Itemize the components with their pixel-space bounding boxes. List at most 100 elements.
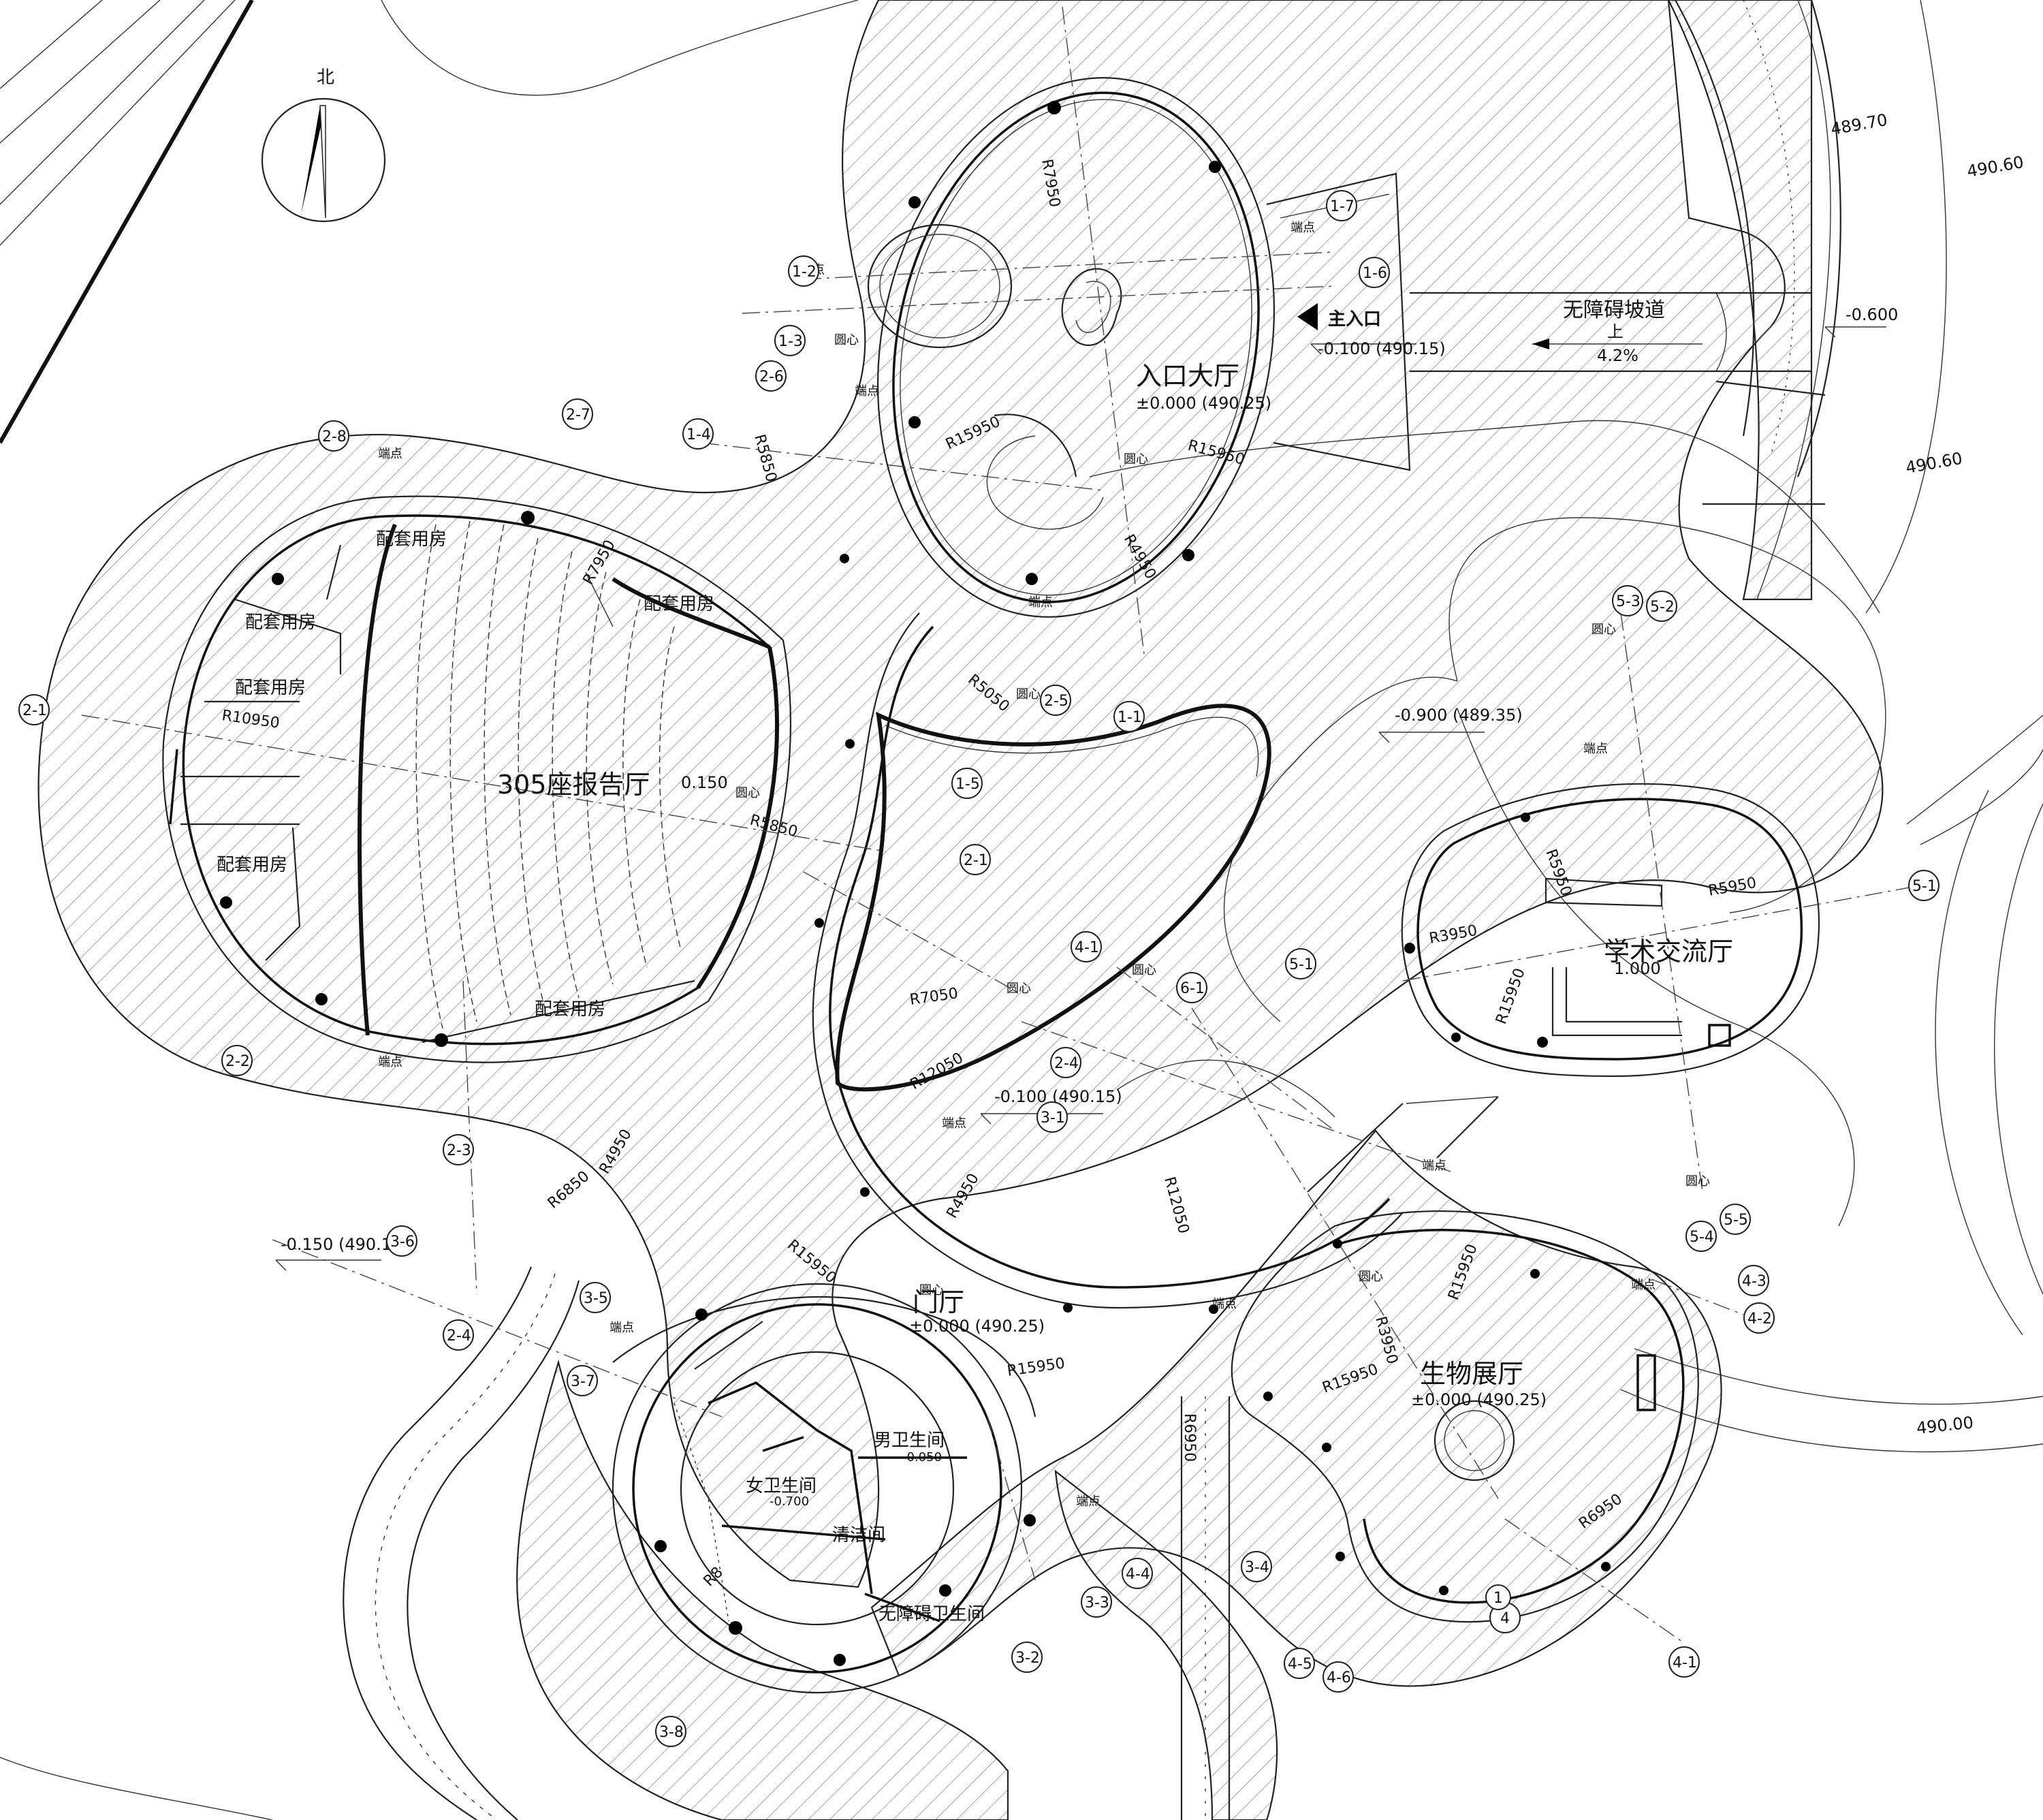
svg-text:4-5: 4-5 — [1288, 1656, 1312, 1673]
central-courtyard — [812, 612, 1404, 1309]
academic-hall-label: 学术交流厅 — [1604, 937, 1733, 967]
north-arrow: 北 — [261, 67, 386, 223]
spot-elevations: 489.70 490.60 490.60 -0.900 (489.35) -0.… — [275, 110, 2025, 1438]
main-entrance: 主入口 -0.100 (490.15) — [1297, 303, 1446, 358]
svg-text:6-1: 6-1 — [1180, 980, 1205, 997]
axis-bubble: 2-3 — [443, 1134, 474, 1165]
axis-bubble: 3-7 — [567, 1365, 598, 1396]
support-room-label: 配套用房 — [235, 678, 306, 698]
axis-bubble: 2-5 — [1040, 685, 1071, 716]
endpoint-note: 端点 — [1212, 1297, 1237, 1311]
ramp-slope: 4.2% — [1597, 346, 1638, 365]
axis-bubble: 2-6 — [755, 360, 787, 392]
structural-columns — [220, 101, 1611, 1666]
axis-bubble: 2-1 — [960, 844, 991, 875]
axis-bubble: 1-4 — [682, 418, 714, 450]
axis-bubble: 2-4 — [443, 1319, 474, 1351]
axis-bubble: 3-6 — [386, 1225, 417, 1257]
axis-bubble: 2-8 — [318, 420, 349, 452]
endpoint-note: 端点 — [1290, 221, 1315, 235]
exhibit-hall-elevation: ±0.000 (490.25) — [1411, 1390, 1547, 1409]
axis-bubble: 1-7 — [1326, 190, 1357, 221]
entrance-hall-elevation: ±0.000 (490.25) — [1136, 394, 1271, 413]
auditorium-seating — [415, 520, 682, 1029]
svg-text:2-4: 2-4 — [447, 1328, 471, 1345]
svg-text:2-7: 2-7 — [566, 407, 590, 424]
support-room-label: 配套用房 — [644, 594, 714, 614]
svg-text:1-7: 1-7 — [1330, 198, 1355, 215]
axis-bubble: 6-1 — [1176, 972, 1207, 1003]
svg-text:5-5: 5-5 — [1724, 1212, 1748, 1229]
svg-text:5-1: 5-1 — [1289, 956, 1314, 973]
svg-text:2-2: 2-2 — [225, 1053, 250, 1070]
accessible-ramp: 无障碍坡道 上 4.2% -0.600 — [1532, 298, 1898, 365]
elevation-mark: 490.60 — [1904, 449, 1964, 477]
svg-text:2-4: 2-4 — [1054, 1055, 1079, 1072]
hatched-terrain — [37, 0, 1884, 1820]
svg-text:3-3: 3-3 — [1085, 1595, 1109, 1612]
axis-bubbles: 1-7 1-6 1-2 1-3 1-4 2-6 2-7 2-8 2-1 2-2 … — [18, 190, 1939, 1747]
center-note: 圆心 — [1591, 623, 1616, 637]
svg-text:3-4: 3-4 — [1245, 1559, 1269, 1576]
north-label: 北 — [317, 67, 334, 88]
axis-bubble: 2-4 — [1050, 1047, 1081, 1078]
accessible-wc-label: 无障碍卫生间 — [878, 1604, 985, 1625]
center-note: 圆心 — [1685, 1174, 1710, 1189]
axis-bubble: 5-4 — [1685, 1221, 1717, 1252]
contours — [1089, 420, 1886, 1227]
svg-text:5-2: 5-2 — [1650, 599, 1675, 616]
cleaning-room-label: 清洁间 — [832, 1525, 885, 1546]
mens-wc-label: 男卫生间 — [874, 1430, 945, 1451]
exhibit-hall-label: 生物展厅 — [1420, 1359, 1523, 1389]
radius-label: R5850 — [750, 433, 780, 484]
svg-text:1-4: 1-4 — [686, 426, 711, 443]
svg-text:2-5: 2-5 — [1044, 693, 1068, 710]
svg-text:1-3: 1-3 — [778, 333, 803, 350]
svg-text:3-7: 3-7 — [571, 1373, 595, 1390]
axis-bubble: 5-3 — [1612, 585, 1643, 616]
axis-bubble: 2-2 — [221, 1045, 253, 1076]
elevation-mark: -0.150 (490.1) — [281, 1235, 398, 1254]
center-note: 圆心 — [1132, 963, 1156, 977]
foyer-elevation: ±0.000 (490.25) — [909, 1317, 1045, 1336]
svg-text:2-3: 2-3 — [447, 1142, 471, 1159]
axis-bubble: 1-3 — [774, 325, 806, 356]
elevation-mark: 489.70 — [1829, 110, 1889, 139]
svg-text:3-2: 3-2 — [1015, 1650, 1040, 1667]
main-entrance-elevation: -0.100 (490.15) — [1318, 339, 1446, 358]
endpoint-note: 端点 — [1028, 595, 1053, 610]
svg-text:3-5: 3-5 — [584, 1290, 608, 1307]
svg-text:4-6: 4-6 — [1327, 1669, 1351, 1686]
axis-bubble: 3-8 — [655, 1716, 686, 1747]
support-room-label: 配套用房 — [535, 999, 605, 1020]
svg-text:3-8: 3-8 — [659, 1724, 684, 1741]
svg-text:2-1: 2-1 — [22, 702, 47, 719]
auditorium-building — [162, 495, 792, 1063]
academic-hall-elevation: 1.000 — [1614, 959, 1661, 978]
endpoint-note: 端点 — [855, 384, 879, 398]
elevation-mark: 490.00 — [1916, 1413, 1974, 1438]
axis-bubble: 3-1 — [1036, 1101, 1068, 1133]
svg-text:4-1: 4-1 — [1075, 939, 1099, 956]
main-entrance-label: 主入口 — [1328, 309, 1381, 330]
endpoint-note: 端点 — [1583, 742, 1608, 756]
ramp-elevation: -0.600 — [1846, 305, 1898, 324]
svg-text:5-3: 5-3 — [1616, 593, 1641, 610]
endpoint-note: 端点 — [378, 447, 402, 461]
svg-text:1-6: 1-6 — [1363, 265, 1387, 282]
entrance-hall-label: 入口大厅 — [1136, 361, 1239, 391]
center-note: 圆心 — [1016, 687, 1041, 702]
radius-label: R15950 — [1006, 1355, 1066, 1380]
foyer-label: 门厅 — [913, 1287, 964, 1317]
axis-bubble: 4 — [1500, 1610, 1510, 1627]
svg-text:3-1: 3-1 — [1041, 1110, 1065, 1127]
axis-bubble: 4-1 — [1668, 1646, 1700, 1678]
axis-bubble: 4-4 — [1122, 1558, 1153, 1589]
elevation-mark: -0.900 (489.35) — [1395, 706, 1523, 725]
center-note: 圆心 — [735, 786, 760, 800]
axis-bubble: 1-5 — [951, 768, 983, 799]
center-note: 圆心 — [834, 333, 859, 347]
axis-bubble: 3-3 — [1081, 1586, 1112, 1618]
